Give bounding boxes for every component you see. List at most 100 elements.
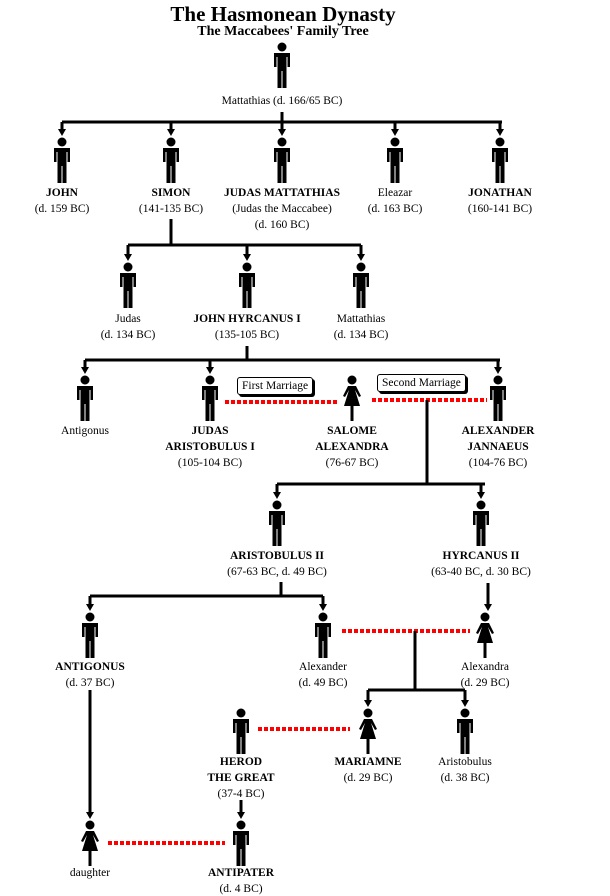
arrow-head-icon — [86, 604, 94, 611]
person-label-line: MARIAMNE — [334, 756, 402, 768]
male-person-icon — [161, 820, 321, 866]
male-person-icon — [243, 612, 403, 658]
person-label-line: (76-67 BC) — [325, 457, 379, 469]
arrow-head-icon — [494, 367, 502, 374]
male-person-icon — [48, 262, 208, 308]
person-label-line: THE GREAT — [207, 772, 275, 784]
person-label-jonathan: JONATHAN (160-141 BC) — [400, 185, 600, 217]
person-label-line: Antigonus — [61, 425, 109, 437]
person-label-line: JUDAS MATTATHIAS — [224, 187, 340, 199]
person-label-antipater: ANTIPATER(d. 4 BC) — [141, 865, 341, 896]
person-label-line: (d. 4 BC) — [219, 883, 263, 895]
arrow-head-icon — [477, 492, 485, 499]
male-person-icon — [420, 137, 580, 183]
person-label-line: JANNAEUS — [467, 441, 529, 453]
male-person-icon — [161, 708, 321, 754]
person-label-line: Judas — [115, 313, 141, 325]
male-person-icon — [130, 375, 290, 421]
person-label-eleazar: Eleazar(d. 163 BC) — [295, 185, 495, 217]
person-label-line: JOHN — [46, 187, 78, 199]
male-person-icon — [202, 42, 362, 88]
arrow-head-icon — [278, 129, 286, 136]
person-label-line: (141-135 BC) — [138, 203, 204, 215]
person-label-line: (160-141 BC) — [467, 203, 533, 215]
male-person-icon — [281, 262, 441, 308]
diagram-subtitle: The Maccabees' Family Tree — [197, 24, 369, 39]
person-label-line: (d. 29 BC) — [343, 772, 393, 784]
first-marriage-label: First Marriage — [237, 377, 314, 395]
arrow-head-icon — [496, 129, 504, 136]
person-label-antigonus-1: Antigonus — [0, 423, 185, 439]
arrow-head-icon — [357, 254, 365, 261]
male-person-icon — [5, 375, 165, 421]
person-label-line: (37-4 BC) — [217, 788, 265, 800]
person-label-line: SALOME — [327, 425, 377, 437]
male-person-icon — [91, 137, 251, 183]
person-label-line: SIMON — [151, 187, 191, 199]
arrow-head-icon — [273, 492, 281, 499]
person-label-alexandra: Alexandra (d. 29 BC) — [385, 659, 585, 691]
person-label-line: daughter — [69, 867, 111, 879]
person-label-mattathias-2: Mattathias (d. 134 BC) — [261, 311, 461, 343]
male-person-icon — [0, 137, 142, 183]
person-label-simon: SIMON (141-135 BC) — [71, 185, 271, 217]
arrow-head-icon — [206, 367, 214, 374]
person-label-line: ANTIGONUS — [55, 661, 125, 673]
arrow-head-icon — [243, 254, 251, 261]
person-label-line: Mattathias (d. 166/65 BC) — [221, 95, 343, 107]
male-person-icon — [385, 708, 545, 754]
person-label-mariamne: MARIAMNE (d. 29 BC) — [268, 754, 468, 786]
person-label-line: (Judas the Maccabee) — [232, 203, 332, 215]
arrow-head-icon — [237, 812, 245, 819]
female-person-icon — [405, 612, 565, 658]
person-label-judas: Judas (d. 134 BC) — [28, 311, 228, 343]
person-label-line: ARISTOBULUS I — [165, 441, 255, 453]
person-label-line: Alexander — [299, 661, 347, 673]
second-marriage-label: Second Marriage — [377, 374, 466, 392]
person-label-line: (d. 29 BC) — [460, 677, 510, 689]
person-label-daughter: daughter — [0, 865, 190, 881]
person-label-line: HEROD — [219, 756, 263, 768]
person-label-mattathias: Mattathias (d. 166/65 BC) — [182, 93, 382, 109]
person-label-line: JONATHAN — [468, 187, 532, 199]
arrow-head-icon — [391, 129, 399, 136]
person-label-alexander: Alexander (d. 49 BC) — [223, 659, 423, 691]
person-label-line: (135-105 BC) — [214, 329, 280, 341]
person-label-line: ALEXANDRA — [315, 441, 389, 453]
person-label-line: (d. 134 BC) — [100, 329, 156, 341]
person-label-line: Aristobulus — [438, 756, 492, 768]
person-label-herod: HEROD THE GREAT (37-4 BC) — [141, 754, 341, 802]
male-person-icon — [197, 500, 357, 546]
person-label-line: Alexandra — [461, 661, 509, 673]
arrow-head-icon — [364, 700, 372, 707]
person-label-line: HYRCANUS II — [442, 550, 520, 562]
person-label-salome-alexandra: SALOME ALEXANDRA (76-67 BC) — [252, 423, 452, 471]
arrow-head-icon — [319, 604, 327, 611]
diagram-title: The Hasmonean Dynasty — [170, 2, 396, 26]
person-label-antigonus-2: ANTIGONUS(d. 37 BC) — [0, 659, 190, 691]
arrow-head-icon — [81, 367, 89, 374]
male-person-icon — [202, 137, 362, 183]
arrow-head-icon — [461, 700, 469, 707]
arrow-head-icon — [58, 129, 66, 136]
male-person-icon — [315, 137, 475, 183]
person-label-line: JUDAS — [191, 425, 229, 437]
person-label-aristobulus-2: ARISTOBULUS II(67-63 BC, d. 49 BC) — [177, 548, 377, 580]
male-person-icon — [418, 375, 578, 421]
person-label-line: ALEXANDER — [461, 425, 535, 437]
male-person-icon — [10, 612, 170, 658]
person-label-line: (d. 38 BC) — [440, 772, 490, 784]
person-label-line: (67-63 BC, d. 49 BC) — [227, 566, 327, 578]
person-label-line: Eleazar — [377, 187, 413, 199]
person-label-line: (d. 49 BC) — [298, 677, 348, 689]
person-label-line: Mattathias — [336, 313, 386, 325]
female-person-icon — [10, 820, 170, 866]
person-label-line: (d. 159 BC) — [34, 203, 90, 215]
person-label-hyrcanus-2: HYRCANUS II(63-40 BC, d. 30 BC) — [381, 548, 581, 580]
person-label-aristobulus: Aristobulus (d. 38 BC) — [365, 754, 565, 786]
person-label-line: (d. 160 BC) — [254, 219, 310, 231]
person-label-line: (d. 134 BC) — [333, 329, 389, 341]
person-label-line: JOHN HYRCANUS I — [193, 313, 301, 325]
arrow-head-icon — [484, 604, 492, 611]
